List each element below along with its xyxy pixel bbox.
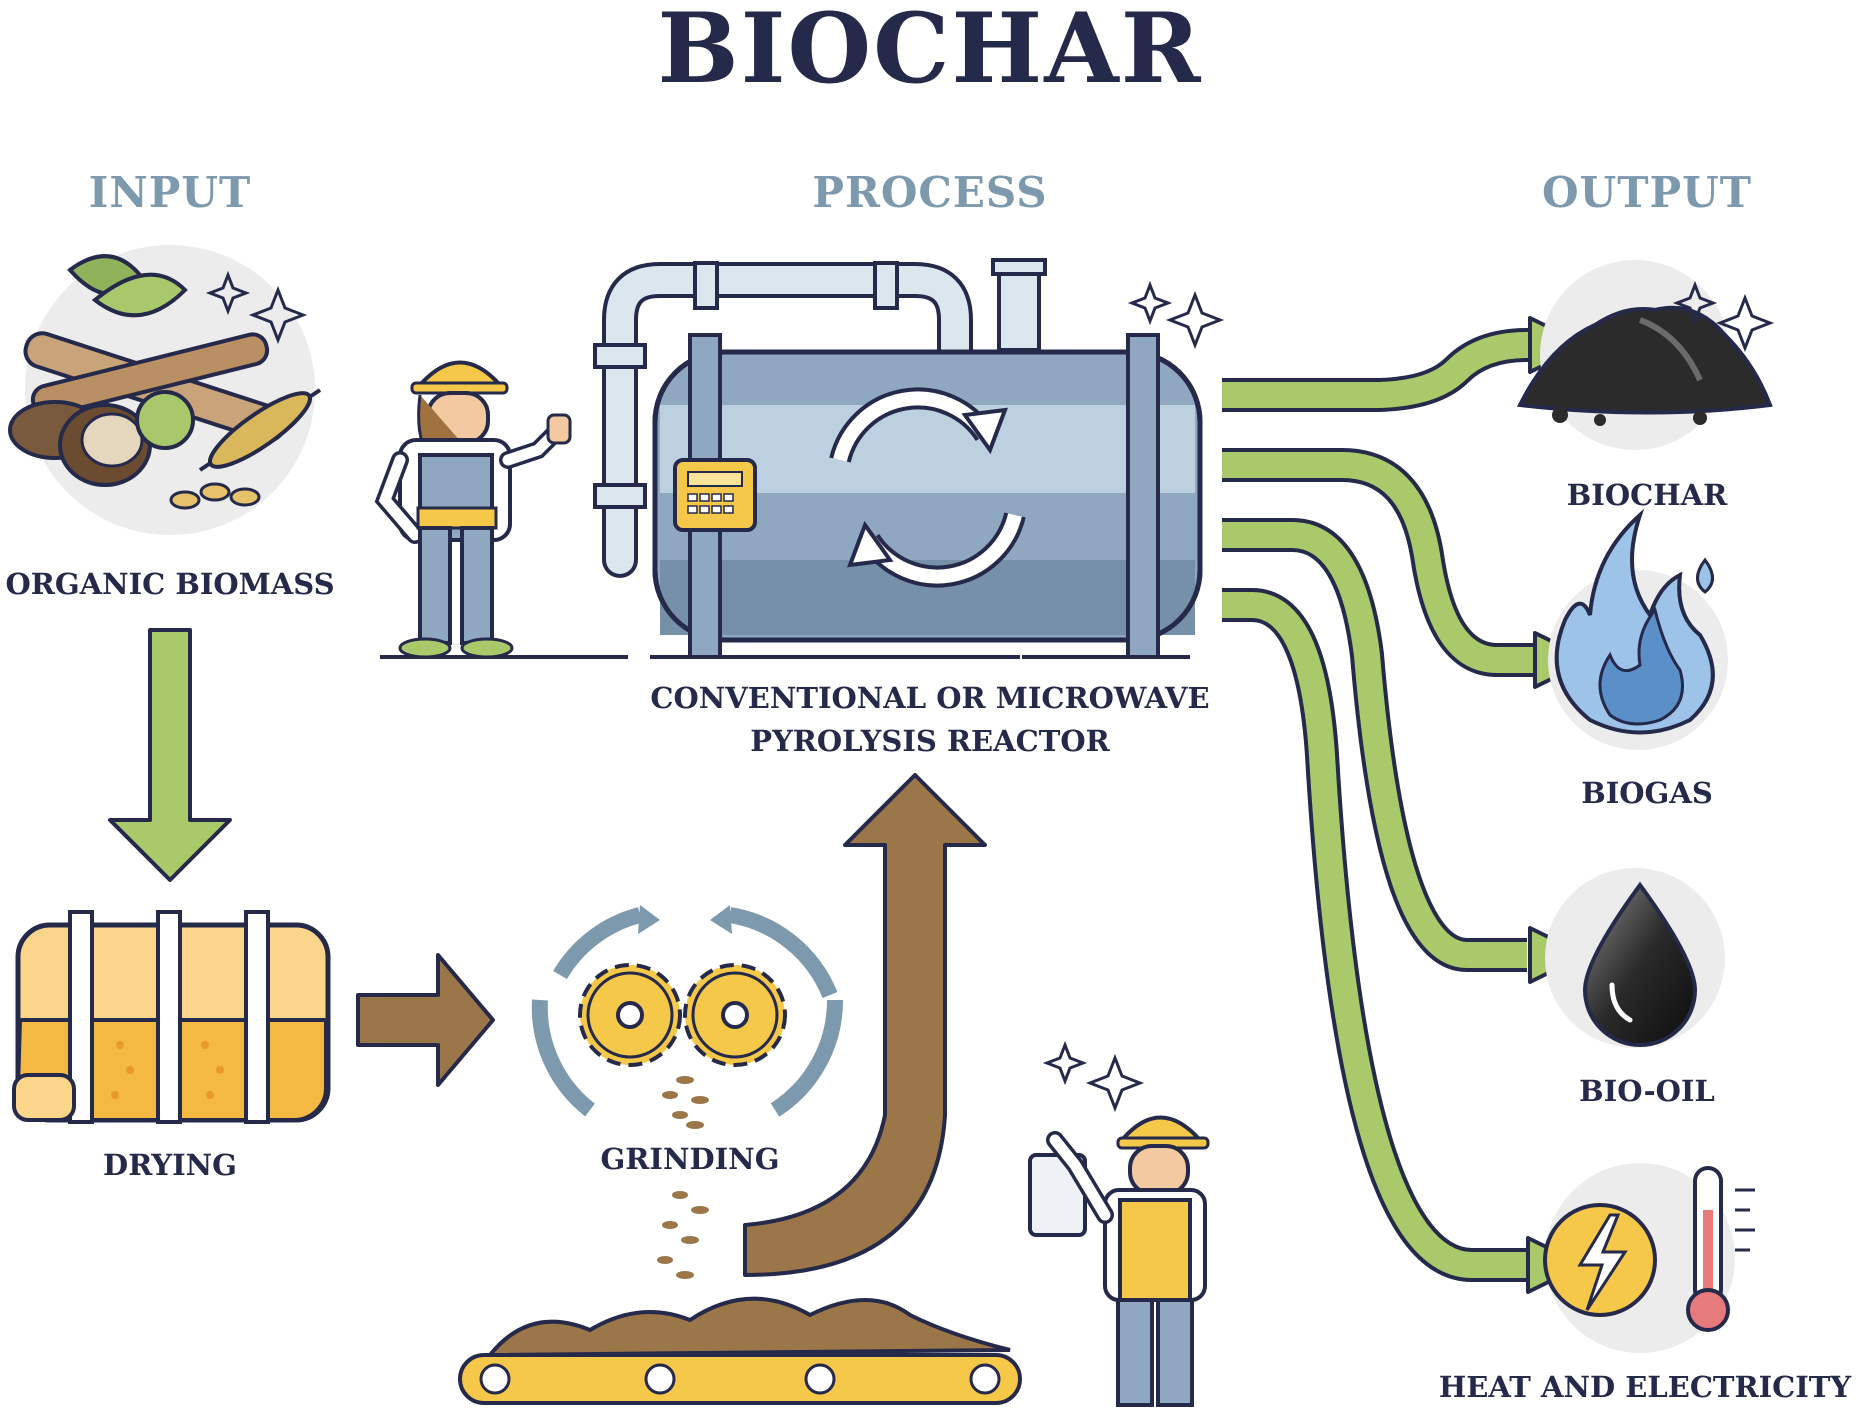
recycle-arrows-icon <box>829 387 1026 588</box>
sparkle-icon <box>1127 280 1225 350</box>
worker-icon <box>1028 1115 1210 1407</box>
page-title: BIOCHAR <box>657 0 1203 105</box>
sparkle-icon <box>1672 280 1775 353</box>
arrow-drying-to-grinding <box>356 953 495 1087</box>
lightning-icon <box>1543 1203 1657 1317</box>
arrow-grinding-to-reactor <box>743 773 987 1277</box>
sparkle-icon <box>205 270 308 345</box>
thermometer-icon <box>1686 1166 1755 1332</box>
arrow-biomass-to-drying <box>108 628 232 882</box>
section-input-heading: INPUT <box>88 168 252 217</box>
organic-biomass-icon <box>8 245 322 535</box>
grinding-label: GRINDING <box>600 1142 780 1176</box>
output-biochar-label: BIOCHAR <box>1566 478 1728 512</box>
biochar-pile-icon <box>1516 260 1773 450</box>
heat-electricity-icon <box>1543 1163 1755 1353</box>
worker-icon <box>374 360 572 659</box>
reactor-label-line2: PYROLYSIS REACTOR <box>750 724 1110 758</box>
drying-tank-icon <box>12 910 331 1124</box>
flame-icon <box>1548 508 1728 750</box>
output-heat-electricity-label: HEAT AND ELECTRICITY <box>1438 1370 1852 1404</box>
grinding-icon <box>531 905 844 1279</box>
output-biogas-label: BIOGAS <box>1581 776 1713 810</box>
section-output-heading: OUTPUT <box>1542 168 1752 217</box>
oil-drop-icon <box>1545 868 1725 1048</box>
section-process-heading: PROCESS <box>812 168 1048 217</box>
reactor-label-line1: CONVENTIONAL OR MICROWAVE <box>650 681 1210 715</box>
gear-icon <box>683 963 787 1067</box>
organic-biomass-label: ORGANIC BIOMASS <box>5 567 335 601</box>
sparkle-icon <box>1042 1040 1145 1113</box>
pyrolysis-reactor-icon <box>380 258 1203 659</box>
output-bio-oil-label: BIO-OIL <box>1579 1074 1715 1108</box>
conveyor-belt-icon <box>458 1296 1022 1405</box>
drying-label: DRYING <box>103 1148 237 1182</box>
gear-icon <box>578 963 682 1067</box>
